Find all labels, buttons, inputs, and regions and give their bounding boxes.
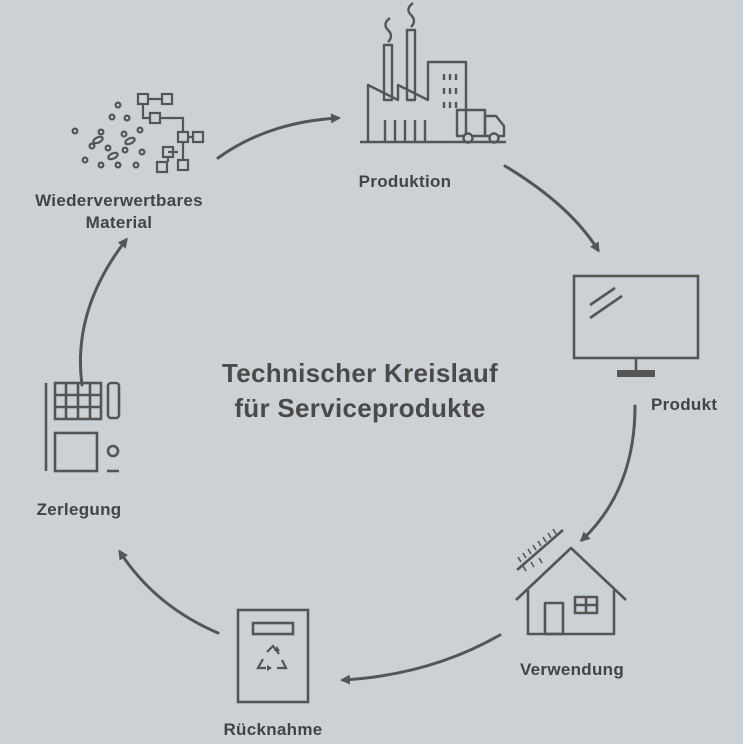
disassembly-icon	[44, 381, 121, 473]
label-material-line-1: Wiederverwertbares	[35, 191, 203, 210]
arrow-material-to-produktion	[216, 113, 341, 160]
arrow-verwendung-to-ruecknahme	[340, 633, 502, 685]
label-produkt: Produkt	[651, 395, 718, 414]
label-produktion: Produktion	[358, 172, 452, 191]
label-material: Wiederverwertbares Material	[0, 190, 238, 234]
house-icon	[515, 528, 627, 636]
label-zerlegung: Zerlegung	[36, 500, 122, 519]
factory-icon	[360, 2, 506, 144]
arrow-ruecknahme-to-zerlegung	[118, 549, 220, 635]
diagram-title-line-1: Technischer Kreislauf	[221, 358, 499, 388]
label-material-line-2: Material	[85, 213, 153, 232]
diagram-title: Technischer Kreislauf für Serviceprodukt…	[150, 356, 570, 426]
label-verwendung: Verwendung	[519, 660, 625, 679]
label-ruecknahme: Rücknahme	[223, 720, 323, 739]
monitor-icon	[572, 274, 700, 377]
diagram-title-line-2: für Serviceprodukte	[234, 393, 486, 423]
arrow-produkt-to-verwendung	[579, 404, 637, 543]
arrow-zerlegung-to-material	[78, 237, 128, 387]
materials-icon	[71, 92, 205, 174]
arrow-produktion-to-produkt	[503, 164, 600, 253]
recycling-bin-icon	[236, 608, 310, 704]
